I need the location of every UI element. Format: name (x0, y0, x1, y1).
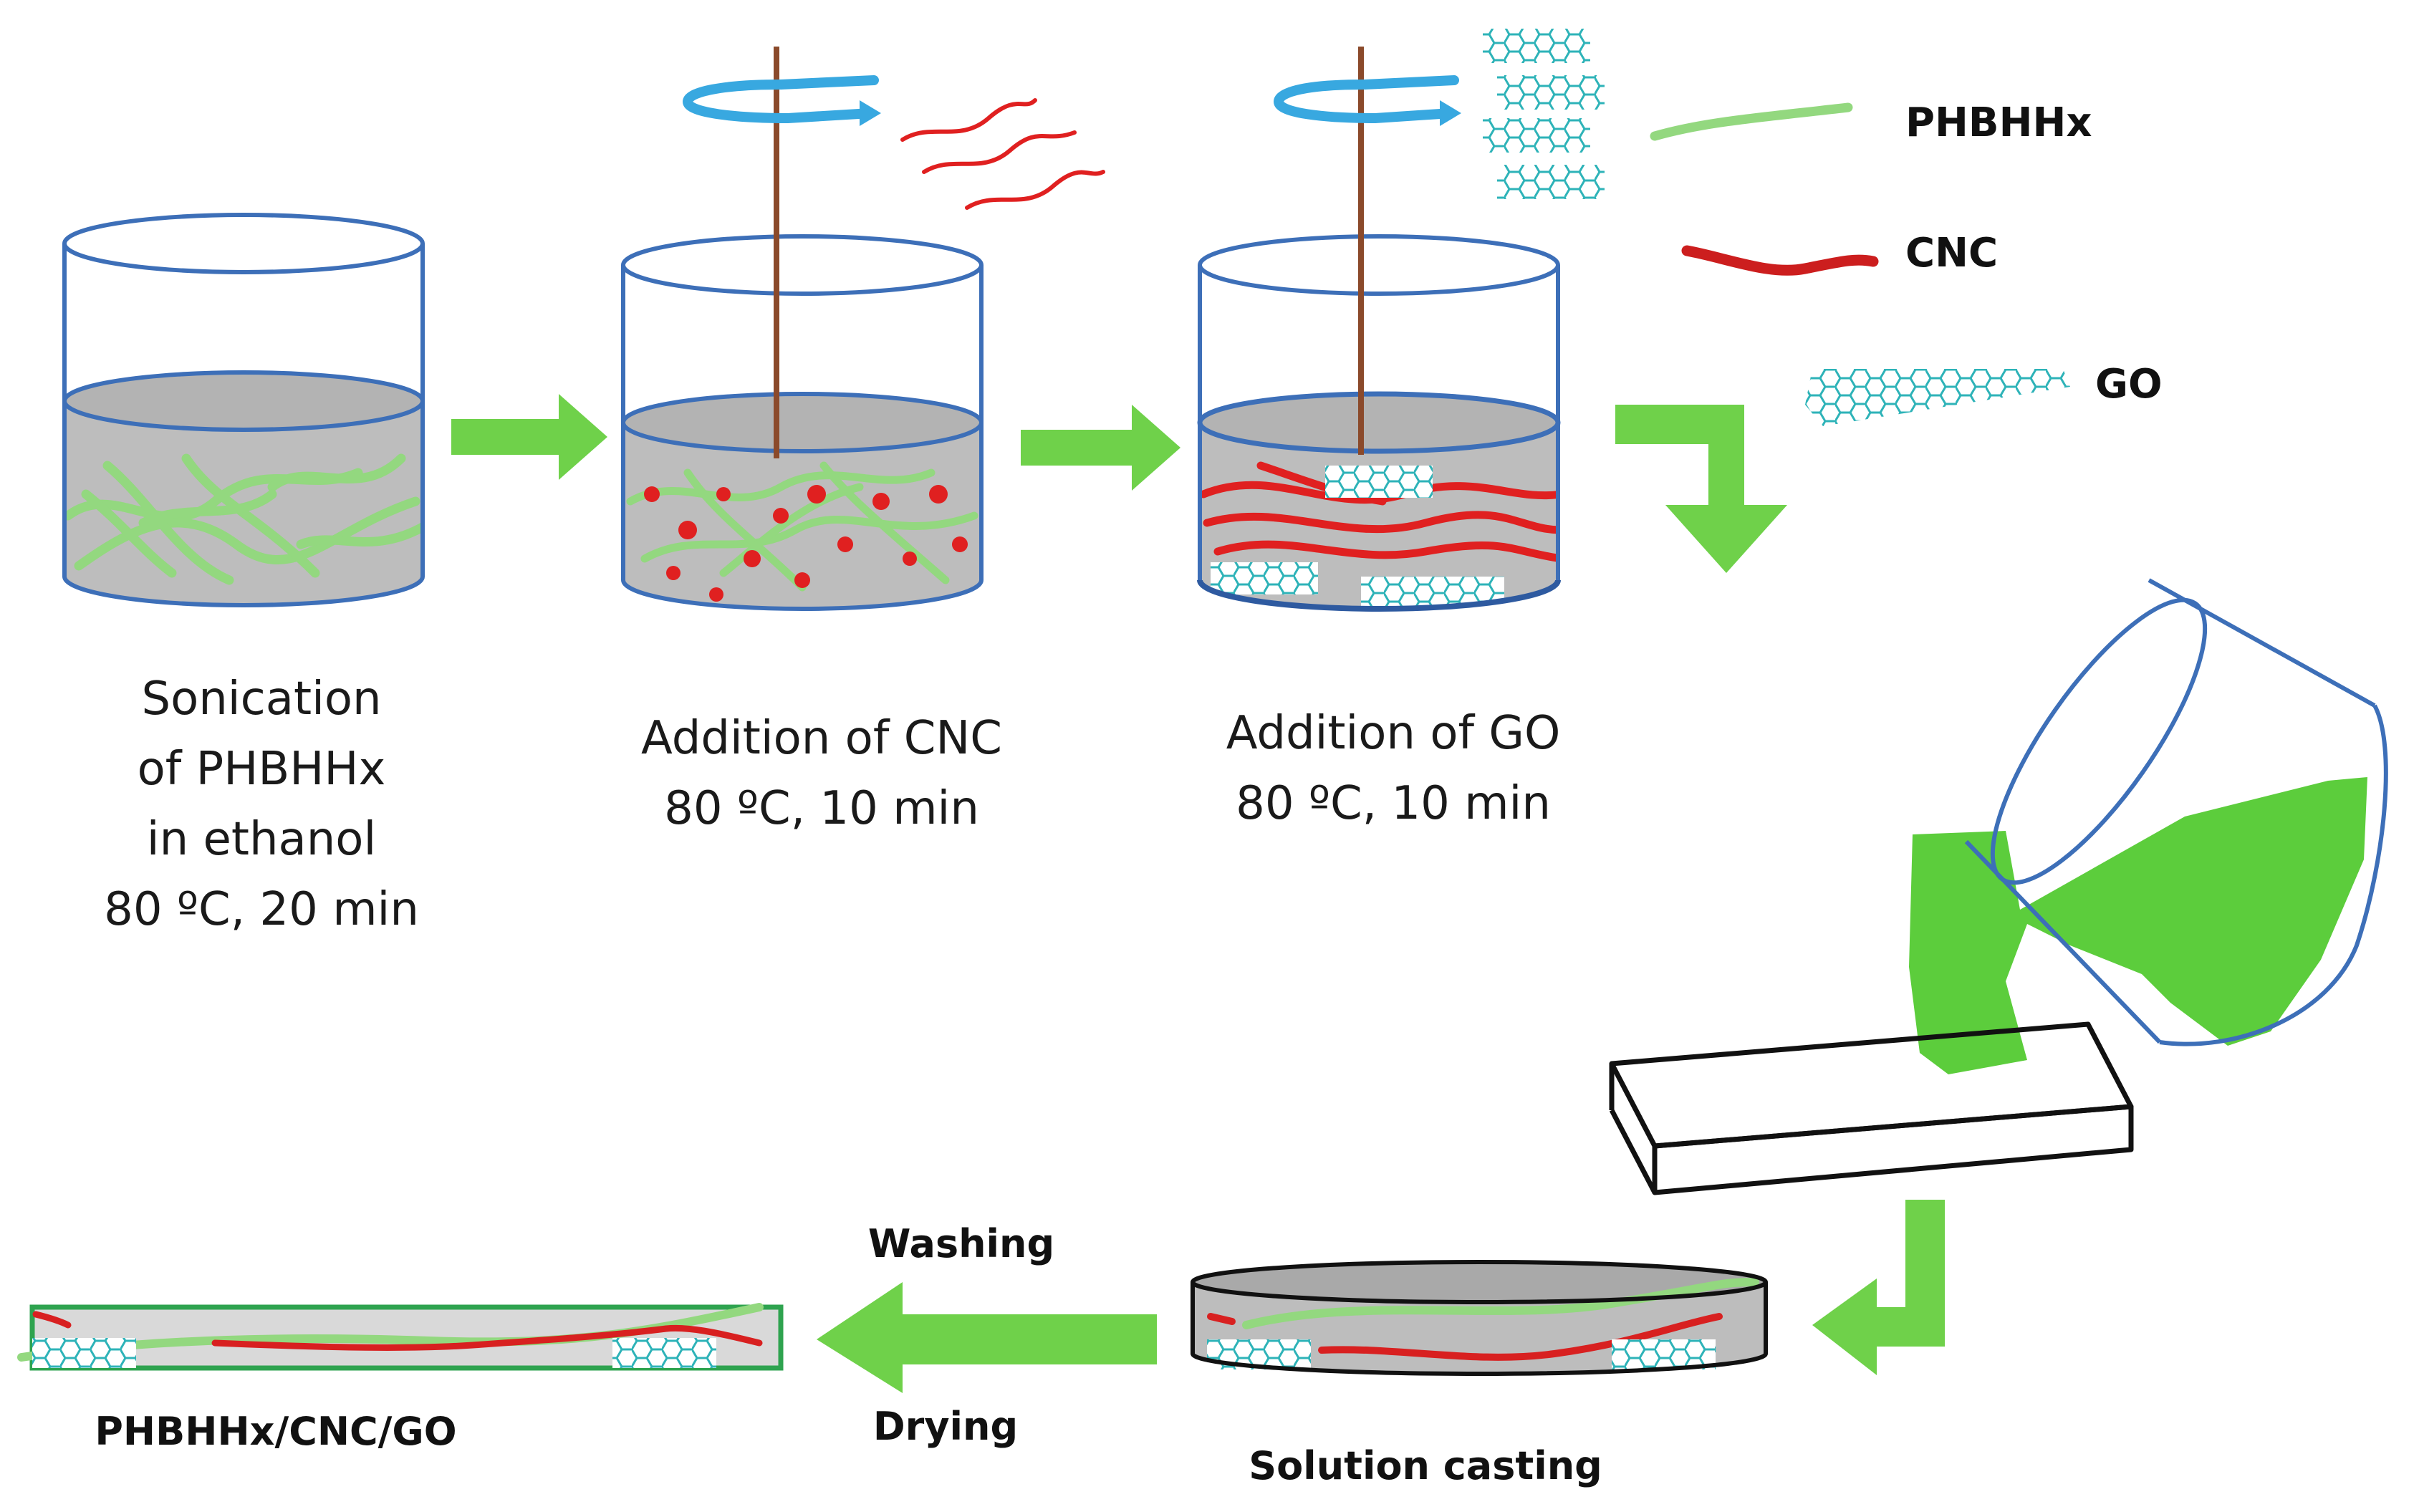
product-film (17, 1303, 784, 1371)
rotation-arrow-icon (682, 75, 879, 124)
pouring-beaker (1909, 578, 2388, 1074)
beaker-addition-cnc (621, 47, 1105, 611)
step-2-line-2: 80 ºC, 10 min (664, 782, 979, 835)
rotation-arrow-head-icon (1440, 100, 1461, 126)
product-label: PHBHHx/CNC/GO (95, 1409, 456, 1454)
arrow-step-1-to-2 (451, 394, 607, 480)
beaker-addition-go (1197, 29, 1605, 612)
step-1-line-1: Sonication (141, 673, 381, 726)
casting-mold (1609, 1021, 2134, 1195)
beaker-1-liquid-surface (62, 370, 425, 432)
beaker-2-liquid-surface (621, 392, 984, 453)
arrow-step-3-to-pour (1615, 405, 1787, 573)
legend-go-sheet (1805, 369, 2070, 426)
step-3-caption: Addition of GO 80 ºC, 10 min (1226, 707, 1561, 830)
solution-casting-label: Solution casting (1249, 1443, 1602, 1488)
arrow-step-2-to-3 (1021, 405, 1180, 491)
casting-cnc-line (1318, 1313, 1723, 1361)
step-3-line-2: 80 ºC, 10 min (1236, 777, 1551, 830)
casting-phbhhx-line (1242, 1278, 1759, 1329)
step-2-line-1: Addition of CNC (641, 712, 1002, 765)
drying-label: Drying (873, 1404, 1018, 1449)
legend-phbhhx-label: PHBHHx (1905, 100, 2092, 146)
legend-go-label: GO (2095, 361, 2163, 408)
step-1-line-3: in ethanol (147, 813, 376, 866)
step-2-caption: Addition of CNC 80 ºC, 10 min (641, 712, 1002, 835)
washing-label: Washing (868, 1221, 1054, 1266)
legend-cnc-line (1681, 245, 1879, 276)
rotation-arrow-head-icon (860, 100, 881, 126)
beaker-3-liquid-surface (1197, 391, 1561, 454)
arrow-mold-to-casting (1812, 1200, 1945, 1375)
legend: PHBHHx CNC GO (1650, 100, 2163, 426)
beaker-1-rim (62, 213, 425, 274)
pouring-liquid (1909, 777, 2367, 1074)
step-1-caption: Sonication of PHBHHx in ethanol 80 ºC, 2… (104, 673, 419, 936)
step-1-line-2: of PHBHHx (138, 743, 386, 796)
go-incoming-icon (1483, 29, 1605, 199)
arrow-casting-to-product (817, 1282, 1157, 1393)
casting-dish (1191, 1260, 1768, 1376)
step-3-line-1: Addition of GO (1226, 707, 1561, 760)
rotation-arrow-icon (1273, 75, 1459, 124)
legend-phbhhx-line (1650, 102, 1853, 141)
beaker-3-rim (1198, 234, 1560, 296)
film-cnc-line (211, 1325, 670, 1351)
beaker-2-rim (621, 234, 984, 296)
phbhhx-cnc-mixture (626, 461, 978, 602)
cnc-incoming-icon (900, 98, 1105, 210)
beaker-sonication (62, 213, 425, 607)
phbhhx-chains (64, 453, 423, 585)
legend-cnc-label: CNC (1905, 230, 1998, 276)
step-1-line-4: 80 ºC, 20 min (104, 883, 419, 936)
